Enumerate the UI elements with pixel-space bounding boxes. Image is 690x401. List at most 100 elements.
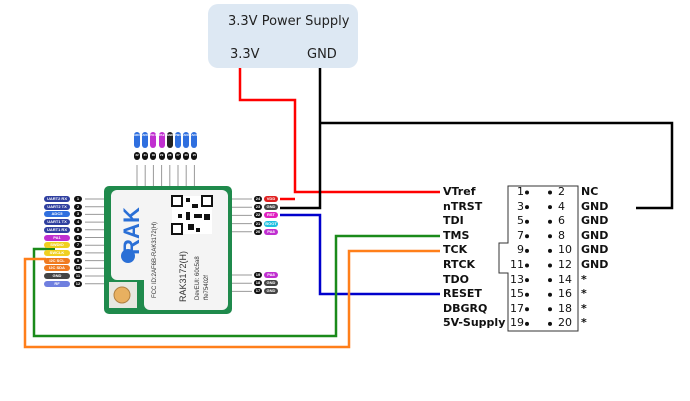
power-supply-vcc-pin: 3.3V xyxy=(230,47,260,62)
jtag-signal-right: * xyxy=(581,316,587,330)
jtag-pin-number: 17 xyxy=(510,301,524,315)
jtag-pin-dot xyxy=(525,307,529,312)
jtag-pin-dot xyxy=(525,292,529,297)
right-pin-label: GND xyxy=(264,288,278,295)
rak-logo-icon xyxy=(121,249,135,263)
jtag-pin-dot xyxy=(548,278,552,283)
jtag-pin-number: 18 xyxy=(558,301,572,315)
right-pin-number: 17 xyxy=(254,288,262,295)
left-pin-label: RF xyxy=(44,280,70,287)
right-pin-label: GND xyxy=(264,204,278,211)
jtag-signal-right: NC xyxy=(581,185,599,198)
jtag-pin-number: 10 xyxy=(558,243,572,257)
jtag-pin-number: 4 xyxy=(558,199,565,213)
top-pin-label: PB12 xyxy=(175,132,183,148)
left-pin-label: ADC5 xyxy=(44,211,70,218)
left-pin-label: UART2 RX xyxy=(44,196,70,202)
jtag-pin-number: 5 xyxy=(517,214,524,228)
jtag-pin-dot xyxy=(548,248,552,253)
left-pin-label: SWCLK xyxy=(44,249,70,256)
jtag-signal-right: * xyxy=(581,301,587,315)
jtag-pin-number: 7 xyxy=(517,228,524,242)
jtag-signal-left: TMS xyxy=(443,228,470,242)
jtag-pin-number: 16 xyxy=(558,287,572,301)
top-pin-label: PA10 xyxy=(150,132,158,148)
right-pin-label: BOOT xyxy=(264,220,278,227)
wire-vcc xyxy=(238,68,440,194)
jtag-pin-number: 14 xyxy=(558,272,572,286)
jtag-pin-dot xyxy=(525,263,529,268)
power-supply-box: 3.3V Power Supply 3.3V GND xyxy=(208,4,358,68)
power-supply-gnd-pin: GND xyxy=(307,47,337,62)
jtag-pin-number: 1 xyxy=(517,185,524,198)
wire-reset xyxy=(280,213,440,296)
right-pin-number: 18 xyxy=(254,280,262,287)
jtag-pin-dot xyxy=(525,248,529,253)
top-pin-number: 28 xyxy=(166,152,173,160)
jtag-pin-dot xyxy=(548,307,552,312)
jtag-pin-number: 8 xyxy=(558,228,565,242)
left-pin-label: I2C SCL xyxy=(44,257,70,264)
jtag-pin-dot xyxy=(548,263,552,268)
module-model: RAK3172(H) xyxy=(178,250,188,302)
jtag-signal-right: * xyxy=(581,287,587,301)
jtag-pin-number: 19 xyxy=(510,316,524,330)
right-pin-label: VDD xyxy=(264,196,278,202)
module-deveui: DevEUI: 60c5a8 xyxy=(195,256,201,300)
right-pin-number: 23 xyxy=(254,204,262,211)
jtag-pin-dot xyxy=(548,190,552,195)
top-pin-number: 29 xyxy=(158,152,165,160)
jtag-pin-dot xyxy=(548,234,552,239)
top-pin-label: ADC1 xyxy=(134,132,142,148)
jtag-pin-dot xyxy=(525,321,529,326)
jtag-pin-number: 9 xyxy=(517,243,524,257)
jtag-pin-number: 12 xyxy=(558,258,572,271)
right-pin-number: 21 xyxy=(254,220,262,227)
jtag-header-outline xyxy=(498,185,579,332)
jtag-signal-right: GND xyxy=(581,228,609,242)
top-pin-label: ADC4 xyxy=(191,132,200,148)
left-pin-label: I2C SDA xyxy=(44,265,70,272)
right-pin-label: PA8 xyxy=(264,272,278,278)
module-deveui-2: ffe75402f xyxy=(204,275,210,300)
wire-tck xyxy=(23,249,440,349)
jtag-pin-number: 6 xyxy=(558,214,565,228)
power-supply-title: 3.3V Power Supply xyxy=(228,14,350,29)
jtag-pin-number: 2 xyxy=(558,185,565,198)
top-pin-number: 27 xyxy=(175,152,181,160)
qr-code xyxy=(171,195,213,235)
top-pin-number: 25 xyxy=(191,152,198,160)
jtag-pin-dot xyxy=(525,205,529,210)
jtag-pin-dot xyxy=(548,321,552,326)
jtag-signal-left: DBGRQ xyxy=(443,301,488,315)
jtag-signal-left: RTCK xyxy=(443,258,476,271)
module-fcc: FCC ID:2AF6B-RAK3172(H) xyxy=(152,221,158,298)
left-pin-number: 3 xyxy=(74,211,82,218)
jtag-pin-number: 3 xyxy=(517,199,524,213)
right-pin-number: 20 xyxy=(254,228,262,235)
jtag-signal-left: nTRST xyxy=(443,199,483,213)
left-pin-label: UART2 TX xyxy=(44,203,70,210)
jtag-signal-right: * xyxy=(581,272,587,286)
right-pin-number: 24 xyxy=(254,196,262,202)
jtag-pin-dot xyxy=(525,219,529,224)
right-pin-number: 19 xyxy=(254,272,262,278)
left-pin-label: UART1 TX xyxy=(44,219,70,226)
left-pin-number: 10 xyxy=(74,265,82,272)
jtag-signal-left: 5V-Supply xyxy=(443,316,506,330)
jtag-pin-number: 20 xyxy=(558,316,572,330)
top-pin-label: ADC3 xyxy=(183,132,191,148)
jtag-pin-number: 13 xyxy=(510,272,524,286)
top-pin-label: PA9 xyxy=(158,132,165,148)
left-pin-number: 2 xyxy=(74,203,82,210)
jtag-signal-left: TCK xyxy=(443,243,468,257)
top-pin-number: 31 xyxy=(142,152,149,160)
left-pin-number: 8 xyxy=(74,249,82,256)
jtag-signal-left: RESET xyxy=(443,287,482,301)
left-pin-number: 9 xyxy=(74,257,82,264)
jtag-pin-dot xyxy=(525,190,529,195)
jtag-pin-dot xyxy=(548,205,552,210)
module-pin-lines xyxy=(85,165,252,292)
left-pin-label: UART1 RX xyxy=(44,226,70,233)
module-shield-lower xyxy=(144,270,228,310)
